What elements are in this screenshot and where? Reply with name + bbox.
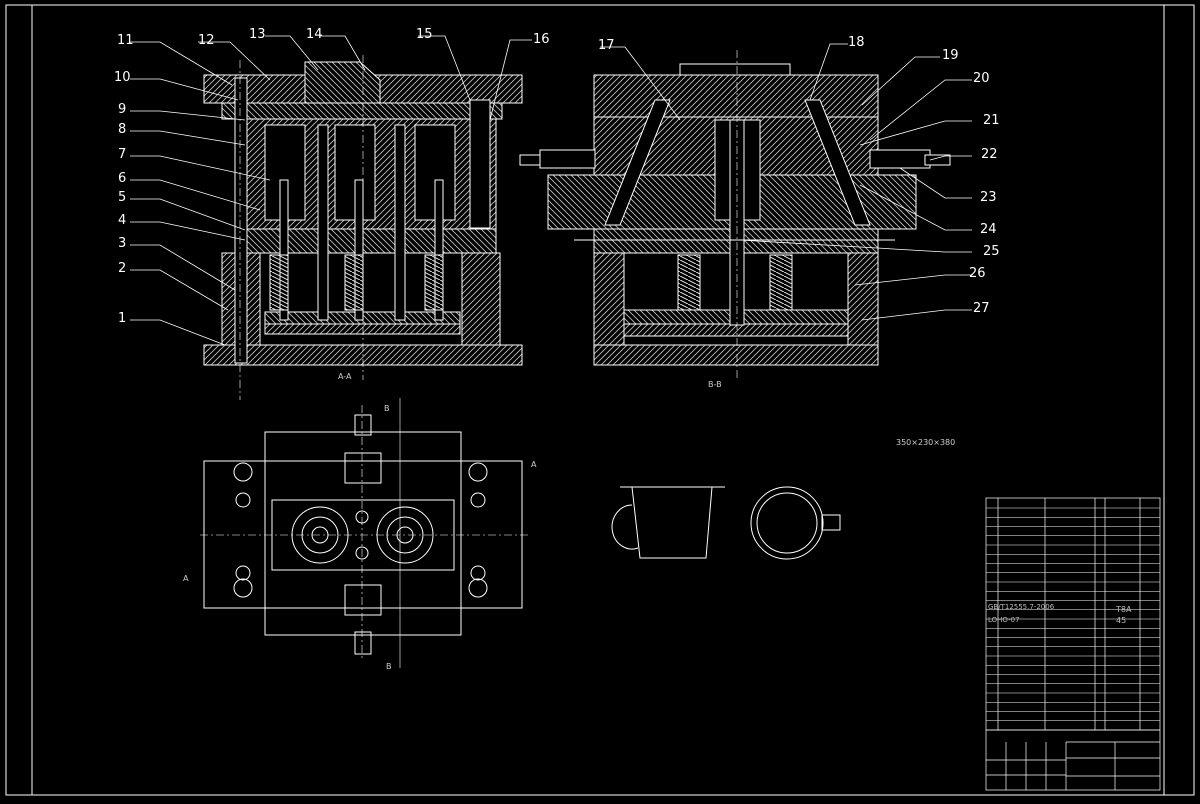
callout-24: 24 xyxy=(980,222,997,237)
callout-14: 14 xyxy=(306,27,323,42)
callout-4: 4 xyxy=(118,213,127,228)
plan-marker-b-top: B xyxy=(384,404,390,413)
bom-code-row2: LOHO-07 xyxy=(988,616,1020,624)
callout-16: 16 xyxy=(533,32,550,47)
bom-code-row: GB/T12555.7-2006 xyxy=(988,603,1055,611)
callout-23: 23 xyxy=(980,190,997,205)
callout-12: 12 xyxy=(198,33,215,48)
leader-lines xyxy=(130,35,972,346)
bom-material-row: T8A xyxy=(1116,605,1132,614)
plan-view xyxy=(200,398,530,668)
callout-11: 11 xyxy=(117,33,134,48)
callout-27: 27 xyxy=(973,301,990,316)
callout-6: 6 xyxy=(118,171,127,186)
plan-marker-a-right: A xyxy=(531,460,537,469)
callout-1: 1 xyxy=(118,311,127,326)
callout-9: 9 xyxy=(118,102,127,117)
callout-26: 26 xyxy=(969,266,986,281)
title-block xyxy=(985,497,1161,791)
section-aa-view xyxy=(203,55,523,400)
plan-marker-b-bottom: B xyxy=(386,662,392,671)
callout-8: 8 xyxy=(118,122,127,137)
bom-row-lines xyxy=(986,507,1160,731)
plan-marker-a-left: A xyxy=(183,574,189,583)
callout-7: 7 xyxy=(118,147,127,162)
callout-17: 17 xyxy=(598,38,615,53)
callout-22: 22 xyxy=(981,147,998,162)
callout-21: 21 xyxy=(983,113,1000,128)
callout-18: 18 xyxy=(848,35,865,50)
callout-5: 5 xyxy=(118,190,127,205)
callout-13: 13 xyxy=(249,27,266,42)
title-grid xyxy=(986,729,1160,790)
callout-10: 10 xyxy=(114,70,131,85)
bom-value-row2: 45 xyxy=(1116,616,1127,625)
callout-2: 2 xyxy=(118,261,127,276)
section-bb-label: B-B xyxy=(708,380,722,389)
callout-3: 3 xyxy=(118,236,127,251)
section-aa-label: A-A xyxy=(338,372,352,381)
callout-19: 19 xyxy=(942,48,959,63)
size-note: 350×230×380 xyxy=(896,438,956,447)
section-bb-view xyxy=(519,50,951,380)
callout-20: 20 xyxy=(973,71,990,86)
callout-25: 25 xyxy=(983,244,1000,259)
callout-15: 15 xyxy=(416,27,433,42)
inner-border xyxy=(31,4,1165,796)
part-detail xyxy=(611,486,841,560)
